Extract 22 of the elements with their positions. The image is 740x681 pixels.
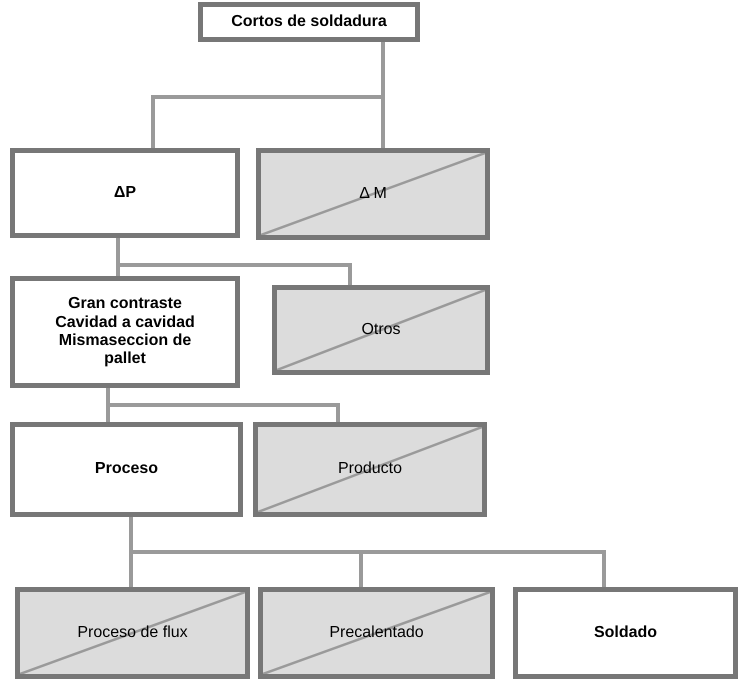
- box-label: Proceso de flux: [77, 624, 188, 642]
- box-label: Δ M: [359, 184, 387, 204]
- box-label: Producto: [338, 460, 402, 479]
- category-box: [10, 422, 243, 517]
- crossed-out-box: [15, 587, 250, 679]
- box-label: Otros: [361, 320, 401, 340]
- connector-line: [116, 238, 352, 285]
- box-label: Proceso: [94, 460, 158, 479]
- box-label: Cortos de soldadura: [231, 12, 387, 32]
- crossed-out-box: [253, 422, 487, 517]
- category-box: [10, 276, 240, 388]
- crossed-out-box: [258, 587, 495, 679]
- crossed-out-box: [256, 148, 490, 240]
- category-box: [10, 148, 240, 238]
- box-label: Soldado: [594, 624, 658, 642]
- connector-line: [106, 388, 340, 422]
- crossed-out-box: [272, 285, 490, 375]
- category-box: [513, 587, 738, 679]
- box-label: ΔP: [114, 184, 136, 202]
- box-label: Precalentado: [329, 624, 424, 642]
- category-box: [198, 2, 420, 42]
- box-label: Gran contraste Cavidad a cavidad Mismaseccion de pallet: [54, 295, 196, 369]
